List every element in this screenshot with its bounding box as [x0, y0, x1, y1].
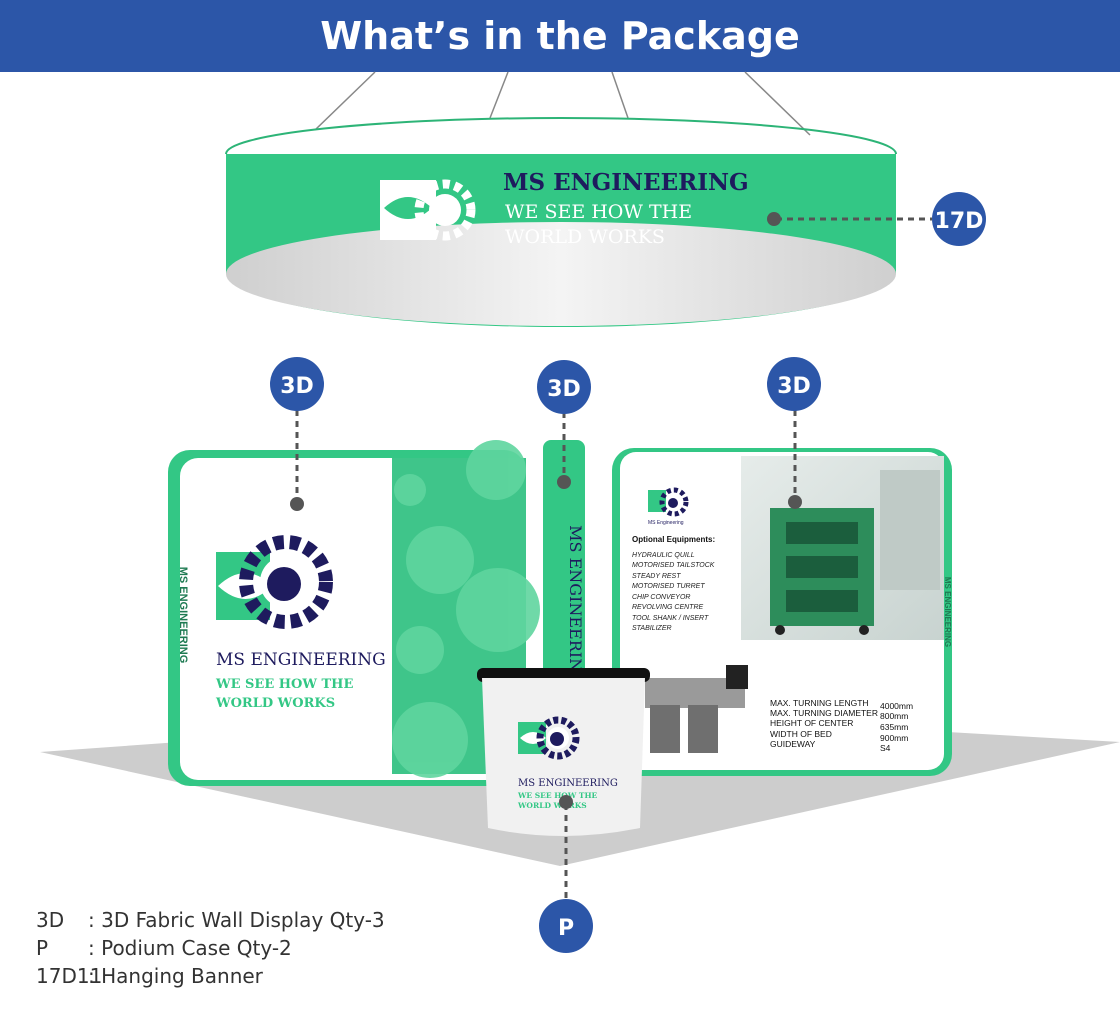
left-wall-side-text: MS ENGINEERING — [177, 567, 189, 664]
badge-3d-right: 3D — [767, 357, 821, 411]
page-header: What’s in the Package — [0, 0, 1120, 72]
right-wall-logo — [648, 487, 689, 517]
equipment-item: HYDRAULIC QUILL — [632, 552, 695, 559]
left-wall-logo — [216, 535, 333, 629]
legend-row: 17D11 : Hanging Banner — [36, 962, 385, 990]
leader-lines — [295, 217, 932, 900]
spec-value: S4 — [880, 743, 891, 753]
right-wall-side-text: MS ENGINEERING — [943, 577, 952, 647]
podium-case: MS ENGINEERING WE SEE HOW THE WORLD WORK… — [477, 668, 650, 836]
left-wall-company: MS ENGINEERING — [216, 650, 386, 670]
podium-tagline-1: WE SEE HOW THE — [517, 791, 598, 800]
legend-code: P — [36, 936, 49, 960]
badge-3d-center: 3D — [537, 360, 591, 414]
banner-tagline-1: WE SEE HOW THE — [505, 201, 692, 223]
legend-row: 3D : 3D Fabric Wall Display Qty-3 — [36, 906, 385, 934]
equipment-item: CHIP CONVEYOR — [632, 594, 690, 601]
banner-logo — [380, 179, 476, 241]
leader-dots — [290, 212, 802, 809]
equipment-list: HYDRAULIC QUILL MOTORISED TAILSTOCK STEA… — [632, 552, 715, 632]
spec-label: MAX. TURNING LENGTH — [770, 698, 869, 708]
spec-label: MAX. TURNING DIAMETER — [770, 708, 878, 718]
badge-label: 17D — [935, 209, 984, 234]
badge-17d: 17D — [932, 192, 986, 246]
legend-desc: : 3D Fabric Wall Display Qty-3 — [88, 908, 385, 932]
spec-label: HEIGHT OF CENTER — [770, 718, 853, 728]
banner-company: MS ENGINEERING — [503, 169, 749, 196]
machine-cart — [770, 508, 874, 635]
equipment-item: REVOLVING CENTRE — [632, 604, 704, 611]
page-title: What’s in the Package — [320, 14, 800, 58]
equipment-item: MOTORISED TAILSTOCK — [632, 562, 715, 569]
spec-label: GUIDEWAY — [770, 739, 816, 749]
legend-desc: : Hanging Banner — [88, 964, 263, 988]
badge-label: 3D — [777, 374, 811, 399]
legend: 3D : 3D Fabric Wall Display Qty-3 P : Po… — [36, 906, 385, 990]
left-wall-tagline-1: WE SEE HOW THE — [215, 677, 353, 692]
badge-label: P — [558, 916, 574, 941]
legend-code: 17D11 — [36, 964, 103, 988]
right-wall-display: MS Engineering Optional Equipments: HYDR… — [612, 448, 952, 776]
equipment-item: STABILIZER — [632, 625, 672, 632]
podium-company: MS ENGINEERING — [518, 778, 618, 789]
podium-logo — [518, 716, 580, 760]
badge-3d-left: 3D — [270, 357, 324, 411]
badge-label: 3D — [547, 377, 581, 402]
podium-tagline-2: WORLD WORKS — [517, 801, 587, 810]
lathe-machine — [645, 665, 748, 753]
spec-label: WIDTH OF BED — [770, 729, 832, 739]
spec-value: 900mm — [880, 733, 908, 743]
equipment-item: STEADY REST — [632, 573, 681, 580]
hanging-cables — [314, 71, 811, 136]
spec-list: MAX. TURNING LENGTH 4000mm MAX. TURNING … — [770, 698, 913, 753]
badge-p: P — [539, 899, 593, 953]
equipment-item: MOTORISED TURRET — [632, 583, 705, 590]
right-wall-logo-caption: MS Engineering — [648, 520, 684, 526]
center-column-text: MS ENGINEERING — [566, 525, 585, 685]
legend-row: P : Podium Case Qty-2 — [36, 934, 385, 962]
badge-label: 3D — [280, 374, 314, 399]
equipment-title: Optional Equipments: — [632, 535, 715, 544]
equipment-item: TOOL SHANK / INSERT — [632, 615, 709, 622]
left-wall-tagline-2: WORLD WORKS — [215, 696, 335, 711]
spec-value: 4000mm — [880, 701, 913, 711]
spec-value: 800mm — [880, 711, 908, 721]
banner-tagline-2: WORLD WORKS — [505, 226, 665, 248]
left-wall-display: MS ENGINEERING WE SEE HOW THE WORLD WORK… — [168, 440, 540, 786]
gear-pattern — [392, 440, 540, 778]
hanging-banner: MS ENGINEERING WE SEE HOW THE WORLD WORK… — [225, 117, 897, 327]
legend-desc: : Podium Case Qty-2 — [88, 936, 292, 960]
spec-value: 635mm — [880, 722, 908, 732]
legend-code: 3D — [36, 908, 65, 932]
